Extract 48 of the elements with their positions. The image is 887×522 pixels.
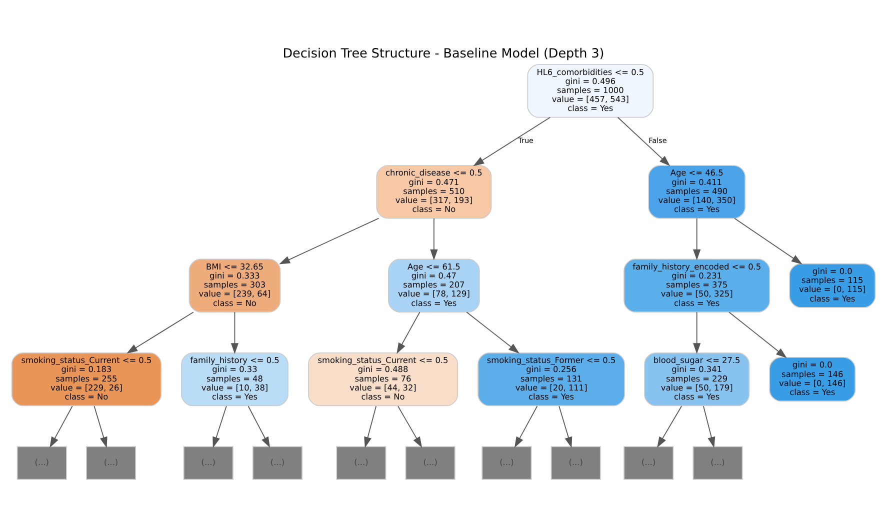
- node-box: Age <= 61.5 gini = 0.47 samples = 207 value = [78, 129] class = Yes: [388, 258, 480, 312]
- arrow: [558, 405, 572, 448]
- node-box: HL6_comorbidities <= 0.5 gini = 0.496 samples = 1000 value = [457, 543] class = Yes: [527, 64, 654, 118]
- node-box: BMI <= 32.65 gini = 0.333 samples = 303 value = [239, 64] class = No: [188, 258, 281, 312]
- arrow: [617, 116, 670, 166]
- arrow: [212, 405, 227, 448]
- arrow: [728, 311, 787, 358]
- arrow: [693, 217, 701, 260]
- arrow: [364, 405, 377, 448]
- arrow: [430, 217, 438, 260]
- arrow: [398, 405, 422, 448]
- arrow: [396, 311, 420, 354]
- arrow: [703, 405, 716, 448]
- node-box: smoking_status_Current <= 0.5 gini = 0.488 samples = 76 value = [44, 32] class = No: [308, 352, 458, 406]
- arrow: [473, 116, 551, 166]
- node-box: gini = 0.0 samples = 146 value = [0, 146] class = Yes: [769, 356, 856, 402]
- arrow: [466, 311, 520, 353]
- node-box: smoking_status_Former <= 0.5 gini = 0.256 samples = 131 value = [20, 111] class = Yes: [478, 352, 625, 406]
- arrow: [248, 405, 270, 448]
- node-box: blood_sugar <= 27.5 gini = 0.341 samples = 229 value = [50, 179] class = Yes: [644, 352, 750, 406]
- node-box: Age <= 46.5 gini = 0.411 samples = 490 value = [140, 350] class = Yes: [648, 164, 746, 218]
- node-box: (...): [405, 446, 456, 480]
- arrow: [693, 311, 701, 354]
- arrow: [514, 405, 538, 448]
- arrow: [279, 217, 380, 264]
- node-box: (...): [624, 446, 674, 480]
- node-box: (...): [183, 446, 234, 480]
- diagram-title: Decision Tree Structure - Baseline Model (Depth 3): [282, 46, 604, 61]
- node-box: family_history <= 0.5 gini = 0.33 samples = 48 value = [10, 38] class = Yes: [181, 352, 288, 406]
- node-box: (...): [16, 446, 67, 480]
- node-box: gini = 0.0 samples = 115 value = [0, 115] class = Yes: [789, 262, 876, 308]
- node-box: chronic_disease <= 0.5 gini = 0.471 samples = 510 value = [317, 193] class = No: [376, 164, 492, 218]
- arrow: [126, 311, 194, 353]
- edge-label: True: [518, 136, 534, 145]
- arrow: [734, 217, 802, 264]
- arrow: [657, 405, 682, 448]
- node-box: (...): [550, 446, 601, 480]
- node-box: (...): [86, 446, 136, 480]
- node-box: (...): [252, 446, 302, 480]
- node-box: family_history_encoded <= 0.5 gini = 0.231 samples = 375 value = [50, 325] class = Yes: [624, 258, 770, 312]
- arrow: [94, 405, 108, 448]
- arrow: [230, 311, 239, 354]
- edge-label: False: [648, 136, 667, 145]
- node-box: (...): [482, 446, 532, 480]
- node-box: smoking_status_Current <= 0.5 gini = 0.183 samples = 255 value = [229, 26] class = No: [11, 352, 162, 406]
- node-box: (...): [692, 446, 743, 480]
- arrow: [50, 405, 73, 448]
- node-box: (...): [336, 446, 386, 480]
